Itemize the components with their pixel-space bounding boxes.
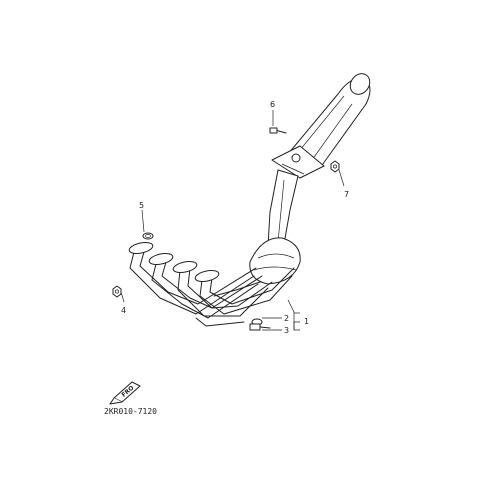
- callout-1: 1: [304, 317, 309, 326]
- leader-lines: [120, 110, 345, 331]
- callout-2: 2: [284, 314, 289, 323]
- nut-4: [112, 285, 122, 298]
- muffler-joint-clamp: [271, 145, 325, 179]
- bolt-6: [269, 127, 287, 134]
- callout-5: 5: [139, 201, 144, 210]
- exhaust-collector: [249, 237, 301, 285]
- exhaust-flanges: [128, 242, 220, 282]
- link-pipe: [267, 169, 299, 247]
- nut-7: [330, 160, 340, 173]
- muffler: [287, 73, 371, 169]
- callout-7: 7: [344, 190, 349, 199]
- exhaust-gasket: [142, 232, 154, 240]
- front-direction-marker: FRO: [109, 381, 141, 405]
- callout-4: 4: [121, 306, 126, 315]
- bolt-collar: [249, 318, 271, 331]
- exhaust-header-pipes: [129, 251, 295, 327]
- callout-3: 3: [284, 326, 289, 335]
- callout-6: 6: [270, 100, 275, 109]
- drawing-code: 2KR010-7120: [104, 407, 157, 416]
